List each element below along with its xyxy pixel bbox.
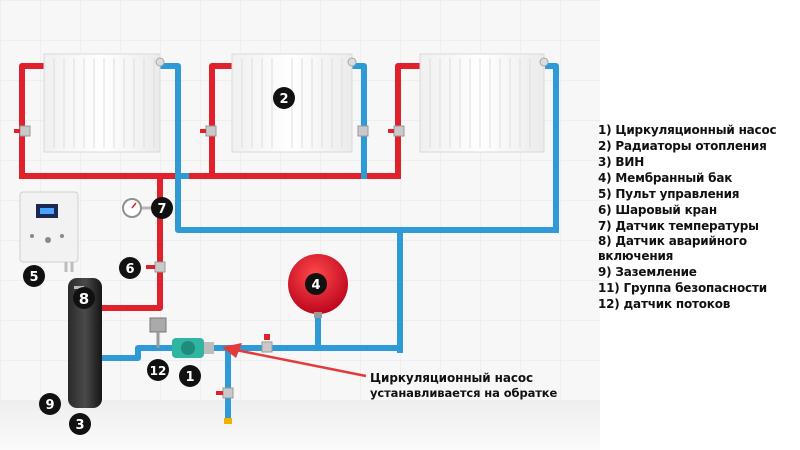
marker-12: 12 (147, 359, 169, 381)
marker-2: 2 (273, 87, 295, 109)
floor (0, 400, 600, 450)
radiator-3 (419, 53, 545, 153)
circulation-pump-icon (172, 338, 214, 358)
svg-text:4: 4 (311, 278, 320, 293)
marker-3: 3 (69, 413, 91, 435)
marker-6: 6 (119, 257, 141, 279)
marker-5: 5 (23, 265, 45, 287)
svg-text:2: 2 (279, 92, 288, 107)
legend-item: 4) Мембранный бак (598, 171, 733, 185)
annotation-arrow (222, 343, 367, 378)
svg-text:5: 5 (29, 270, 38, 285)
radiator-valves (14, 57, 549, 137)
legend-item: 2) Радиаторы отопления (598, 139, 767, 153)
legend-item: 1) Циркуляционный насос (598, 123, 777, 137)
legend: 1) Циркуляционный насос 2) Радиаторы ото… (598, 122, 798, 312)
supply-pipes (19, 63, 423, 311)
legend-item: 5) Пульт управления (598, 187, 740, 201)
pump-note-line-1: Циркуляционный насос (370, 371, 534, 385)
svg-text:6: 6 (125, 262, 134, 277)
marker-9: 9 (39, 393, 61, 415)
electric-boiler (68, 278, 102, 408)
svg-text:3: 3 (75, 418, 84, 433)
legend-item: 11) Группа безопасности (598, 281, 767, 295)
marker-8: 8 (73, 287, 95, 309)
marker-4: 4 (305, 273, 327, 295)
legend-item: 7) Датчик температуры (598, 219, 759, 233)
svg-text:12: 12 (150, 364, 167, 378)
drain-valve-icon (216, 387, 234, 424)
ball-valve-icon (146, 261, 166, 273)
svg-text:8: 8 (79, 290, 89, 308)
flow-sensor-icon (149, 317, 167, 348)
return-valve-icon (261, 334, 273, 353)
svg-text:1: 1 (185, 370, 194, 385)
legend-item: 9) Заземление (598, 265, 697, 279)
svg-text:7: 7 (157, 202, 166, 217)
control-panel (19, 191, 79, 272)
legend-item: 3) ВИН (598, 155, 645, 169)
pump-note-line-2: устанавливается на обратке (370, 386, 558, 400)
legend-item: 8) Датчик аварийного включения (598, 234, 747, 263)
marker-7: 7 (151, 197, 173, 219)
radiator-1 (43, 53, 161, 153)
return-pipes (97, 63, 559, 423)
marker-1: 1 (179, 365, 201, 387)
svg-text:9: 9 (45, 398, 54, 413)
legend-item: 12) датчик потоков (598, 297, 731, 311)
legend-item: 6) Шаровый кран (598, 203, 717, 217)
